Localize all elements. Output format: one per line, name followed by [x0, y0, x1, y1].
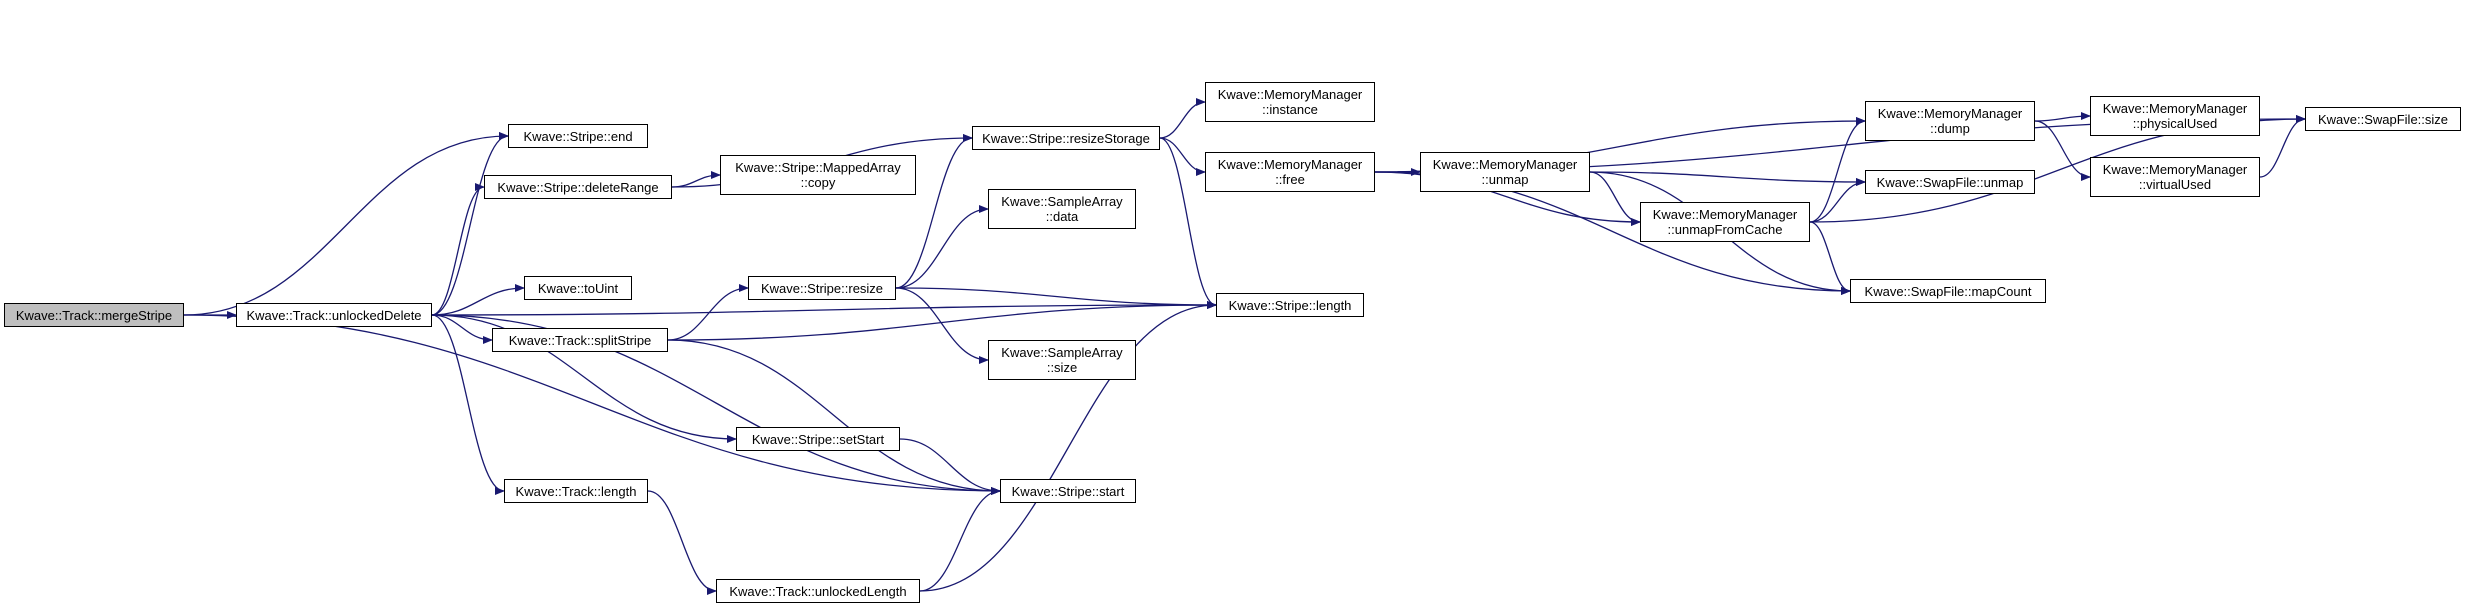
node-label-line: Kwave::Stripe::length — [1228, 297, 1352, 313]
node-memory-manager-instance[interactable]: Kwave::MemoryManager::instance — [1205, 82, 1375, 122]
edge-track-unlocked-length-to-stripe-start — [919, 487, 1001, 592]
node-label-line: Kwave::Stripe::resize — [760, 280, 884, 296]
node-track-unlocked-delete[interactable]: Kwave::Track::unlockedDelete — [236, 303, 432, 327]
edge-memory-manager-unmap-to-memory-manager-unmap-from-cache — [1589, 171, 1641, 226]
node-swap-file-unmap[interactable]: Kwave::SwapFile::unmap — [1865, 170, 2035, 194]
edge-stripe-resize-to-sample-array-size — [895, 287, 989, 364]
edge-stripe-resize-storage-to-memory-manager-instance — [1159, 98, 1206, 139]
node-stripe-length[interactable]: Kwave::Stripe::length — [1216, 293, 1364, 317]
node-label-line: Kwave::MemoryManager — [2102, 101, 2248, 116]
node-stripe-start[interactable]: Kwave::Stripe::start — [1000, 479, 1136, 503]
edge-track-split-stripe-to-stripe-start — [667, 339, 1001, 495]
node-label-line: Kwave::Stripe::start — [1011, 483, 1125, 499]
node-track-merge-stripe: Kwave::Track::mergeStripe — [4, 303, 184, 327]
edge-track-unlocked-length-to-stripe-length — [919, 301, 1217, 592]
edge-track-unlocked-delete-to-stripe-set-start — [431, 314, 737, 443]
edge-stripe-resize-to-stripe-resize-storage — [895, 134, 973, 289]
node-stripe-set-start[interactable]: Kwave::Stripe::setStart — [736, 427, 900, 451]
edge-memory-manager-free-to-memory-manager-unmap-from-cache — [1374, 171, 1641, 226]
edge-track-split-stripe-to-stripe-resize — [667, 284, 749, 341]
node-label-line: ::unmapFromCache — [1667, 222, 1783, 237]
node-label-line: Kwave::Stripe::setStart — [751, 431, 885, 447]
node-sample-array-size[interactable]: Kwave::SampleArray::size — [988, 340, 1136, 380]
node-label-line: Kwave::MemoryManager — [1217, 87, 1363, 102]
edge-track-length-to-track-unlocked-length — [647, 490, 717, 595]
node-label-line: Kwave::Stripe::end — [523, 128, 633, 144]
edge-track-unlocked-delete-to-stripe-length — [431, 301, 1217, 316]
node-memory-manager-unmap[interactable]: Kwave::MemoryManager::unmap — [1420, 152, 1590, 192]
edge-memory-manager-dump-to-memory-manager-physical-used — [2034, 112, 2091, 122]
node-track-unlocked-length[interactable]: Kwave::Track::unlockedLength — [716, 579, 920, 603]
node-memory-manager-dump[interactable]: Kwave::MemoryManager::dump — [1865, 101, 2035, 141]
edge-track-unlocked-delete-to-track-length — [431, 314, 505, 495]
node-label-line: ::free — [1275, 172, 1305, 187]
node-label-line: Kwave::SampleArray — [1001, 194, 1123, 209]
node-label-line: ::size — [1046, 360, 1078, 375]
edge-stripe-resize-to-sample-array-data — [895, 205, 989, 289]
node-memory-manager-unmap-from-cache[interactable]: Kwave::MemoryManager::unmapFromCache — [1640, 202, 1810, 242]
node-label-line: Kwave::SwapFile::unmap — [1876, 174, 2024, 190]
node-to-uint[interactable]: Kwave::toUint — [524, 276, 632, 300]
edge-track-unlocked-delete-to-stripe-delete-range — [431, 183, 485, 316]
node-label-line: Kwave::Track::unlockedLength — [729, 583, 907, 599]
node-mapped-array-copy[interactable]: Kwave::Stripe::MappedArray::copy — [720, 155, 916, 195]
node-label-line: Kwave::MemoryManager — [1877, 106, 2023, 121]
edge-stripe-resize-storage-to-memory-manager-free — [1159, 137, 1206, 176]
node-memory-manager-free[interactable]: Kwave::MemoryManager::free — [1205, 152, 1375, 192]
edge-track-split-stripe-to-stripe-length — [667, 301, 1217, 341]
edge-track-unlocked-delete-to-stripe-start — [431, 314, 1001, 495]
node-label-line: Kwave::SwapFile::size — [2317, 111, 2449, 127]
node-label-line: Kwave::MemoryManager — [1652, 207, 1798, 222]
node-label-line: Kwave::MemoryManager — [1432, 157, 1578, 172]
edge-memory-manager-dump-to-memory-manager-virtual-used — [2034, 120, 2091, 181]
node-label-line: Kwave::Track::mergeStripe — [15, 307, 173, 323]
node-label-line: Kwave::Stripe::resizeStorage — [982, 130, 1150, 146]
node-label-line: Kwave::Track::splitStripe — [508, 332, 652, 348]
node-label-line: Kwave::Stripe::deleteRange — [497, 179, 659, 195]
node-label-line: ::virtualUsed — [2138, 177, 2212, 192]
node-memory-manager-physical-used[interactable]: Kwave::MemoryManager::physicalUsed — [2090, 96, 2260, 136]
node-stripe-end[interactable]: Kwave::Stripe::end — [508, 124, 648, 148]
node-label-line: ::instance — [1262, 102, 1318, 117]
node-label-line: ::copy — [800, 175, 836, 190]
edge-memory-manager-unmap-from-cache-to-swap-file-unmap — [1809, 178, 1866, 223]
node-label-line: Kwave::toUint — [537, 280, 619, 296]
edge-stripe-set-start-to-stripe-start — [899, 438, 1001, 495]
node-stripe-delete-range[interactable]: Kwave::Stripe::deleteRange — [484, 175, 672, 199]
node-stripe-resize-storage[interactable]: Kwave::Stripe::resizeStorage — [972, 126, 1160, 150]
node-label-line: Kwave::SwapFile::mapCount — [1864, 283, 2032, 299]
edge-stripe-resize-storage-to-stripe-length — [1159, 137, 1217, 309]
node-label-line: ::unmap — [1481, 172, 1529, 187]
node-track-split-stripe[interactable]: Kwave::Track::splitStripe — [492, 328, 668, 352]
edge-stripe-delete-range-to-mapped-array-copy — [671, 171, 721, 188]
edge-memory-manager-unmap-from-cache-to-memory-manager-dump — [1809, 117, 1866, 223]
node-label-line: ::physicalUsed — [2132, 116, 2218, 131]
node-label-line: Kwave::SampleArray — [1001, 345, 1123, 360]
node-label-line: Kwave::Track::length — [515, 483, 637, 499]
edge-memory-manager-virtual-used-to-swap-file-size — [2259, 115, 2306, 178]
edge-track-unlocked-delete-to-stripe-end — [431, 132, 509, 316]
edge-stripe-resize-to-stripe-length — [895, 287, 1217, 309]
node-swap-file-map-count[interactable]: Kwave::SwapFile::mapCount — [1850, 279, 2046, 303]
node-sample-array-data[interactable]: Kwave::SampleArray::data — [988, 189, 1136, 229]
node-label-line: Kwave::MemoryManager — [2102, 162, 2248, 177]
node-label-line: Kwave::MemoryManager — [1217, 157, 1363, 172]
node-label-line: ::data — [1045, 209, 1079, 224]
edge-memory-manager-unmap-from-cache-to-swap-file-map-count — [1809, 221, 1851, 295]
node-memory-manager-virtual-used[interactable]: Kwave::MemoryManager::virtualUsed — [2090, 157, 2260, 197]
node-swap-file-size[interactable]: Kwave::SwapFile::size — [2305, 107, 2461, 131]
edge-track-unlocked-delete-to-to-uint — [431, 284, 525, 316]
node-label-line: Kwave::Track::unlockedDelete — [246, 307, 422, 323]
node-label-line: ::dump — [1930, 121, 1970, 136]
node-stripe-resize[interactable]: Kwave::Stripe::resize — [748, 276, 896, 300]
node-track-length[interactable]: Kwave::Track::length — [504, 479, 648, 503]
node-label-line: Kwave::Stripe::MappedArray — [735, 160, 901, 175]
edge-memory-manager-unmap-to-swap-file-unmap — [1589, 171, 1866, 186]
